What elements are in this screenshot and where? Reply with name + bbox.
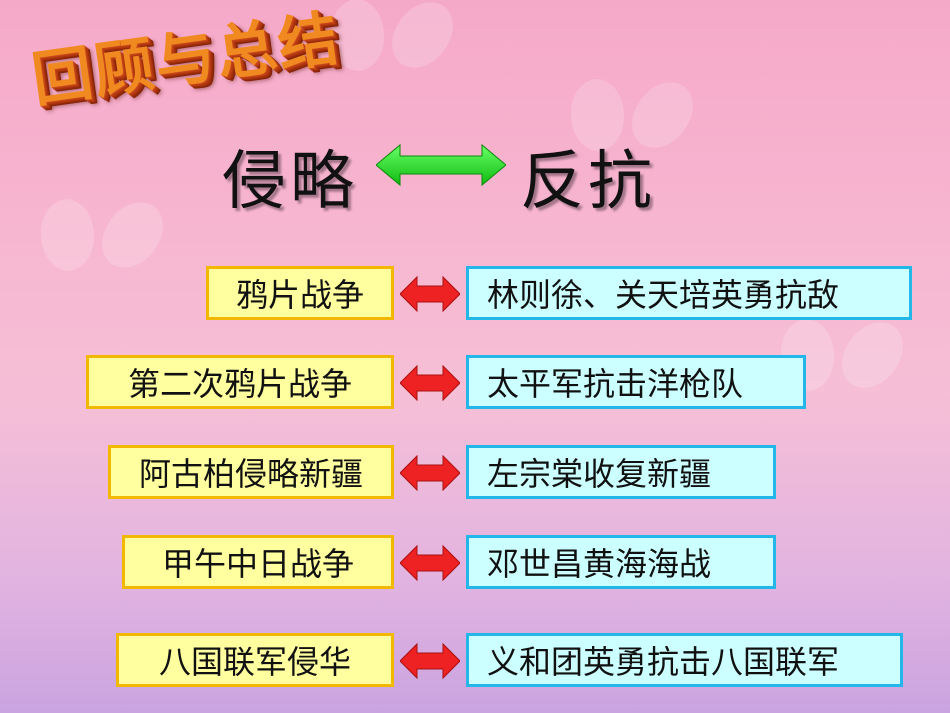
resistance-event-box: 左宗棠收复新疆 — [466, 445, 776, 499]
slide-title: 回顾与总结 — [27, 3, 345, 117]
double-arrow-icon — [400, 544, 460, 582]
double-arrow-icon — [376, 143, 506, 187]
double-arrow-icon — [400, 364, 460, 402]
heading-resistance: 反抗 — [520, 145, 656, 219]
resistance-event-box: 太平军抗击洋枪队 — [466, 355, 806, 409]
double-arrow-icon — [400, 275, 460, 313]
comparison-row: 第二次鸦片战争 太平军抗击洋枪队 — [0, 355, 950, 415]
double-arrow-icon — [400, 642, 460, 680]
aggression-event-box: 八国联军侵华 — [116, 633, 394, 687]
aggression-event-box: 鸦片战争 — [206, 266, 394, 320]
resistance-event-box: 林则徐、关天培英勇抗敌 — [466, 266, 912, 320]
comparison-row: 甲午中日战争 邓世昌黄海海战 — [0, 535, 950, 595]
aggression-event-box: 阿古柏侵略新疆 — [108, 445, 394, 499]
comparison-row: 八国联军侵华 义和团英勇抗击八国联军 — [0, 633, 950, 693]
comparison-row: 鸦片战争 林则徐、关天培英勇抗敌 — [0, 266, 950, 326]
aggression-event-box: 第二次鸦片战争 — [86, 355, 394, 409]
resistance-event-box: 义和团英勇抗击八国联军 — [466, 633, 903, 687]
resistance-event-box: 邓世昌黄海海战 — [466, 535, 776, 589]
comparison-row: 阿古柏侵略新疆 左宗棠收复新疆 — [0, 445, 950, 505]
aggression-event-box: 甲午中日战争 — [122, 535, 394, 589]
heading-aggression: 侵略 — [222, 145, 358, 219]
double-arrow-icon — [400, 454, 460, 492]
butterfly-decoration — [330, 0, 450, 90]
